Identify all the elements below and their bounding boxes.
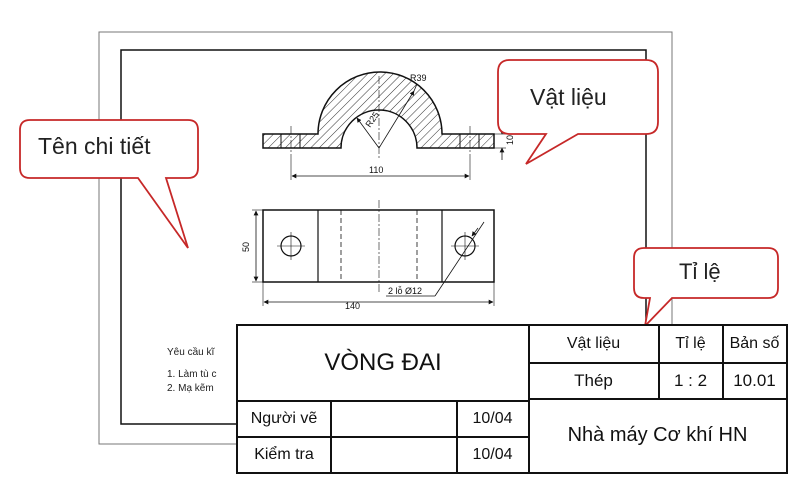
title-checked-by-label: Kiểm tra (254, 445, 314, 463)
title-drawing-no-value: 10.01 (733, 370, 776, 390)
title-checked-date: 10/04 (472, 445, 513, 463)
front-view (262, 71, 506, 180)
title-drawn-by-label: Người vẽ (250, 409, 318, 427)
title-block: VÒNG ĐAI Vật liệu Tỉ lệ Bản số Thép 1 : … (236, 324, 788, 474)
callout-scale: Tỉ lệ (679, 259, 721, 284)
callout-part-name: Tên chi tiết (38, 133, 151, 159)
dim-thickness: 10 (505, 135, 515, 145)
title-part-name: VÒNG ĐAI (324, 349, 442, 376)
title-drawn-date: 10/04 (472, 409, 513, 427)
top-view-outline (262, 209, 495, 283)
bracket-section (262, 71, 495, 149)
callout-part-name-bubble (19, 119, 199, 249)
callout-material: Vật liệu (530, 84, 607, 110)
title-scale-value: 1 : 2 (673, 370, 708, 390)
notes-item-2: 2. Mạ kẽm (167, 383, 214, 394)
dim-hole-spacing: 110 (369, 165, 383, 175)
dim-length: 140 (345, 301, 360, 311)
notes-heading: Yêu cầu kĩ (167, 347, 215, 358)
dim-width: 50 (241, 242, 251, 252)
dim-holes: 2 lỗ Ø12 (388, 286, 422, 296)
title-material-value: Thép (574, 370, 613, 390)
callout-scale-bubble (633, 247, 779, 329)
callout-material-bubble (497, 59, 659, 165)
title-company: Nhà máy Cơ khí HN (567, 424, 748, 446)
title-drawing-no-label: Bản số (729, 335, 780, 352)
notes-item-1: 1. Làm tù c (167, 369, 217, 380)
dim-outer-radius: R39 (410, 73, 427, 83)
top-view (252, 200, 495, 306)
title-material-label: Vật liệu (566, 335, 621, 352)
title-scale-label: Tỉ lệ (675, 335, 706, 352)
